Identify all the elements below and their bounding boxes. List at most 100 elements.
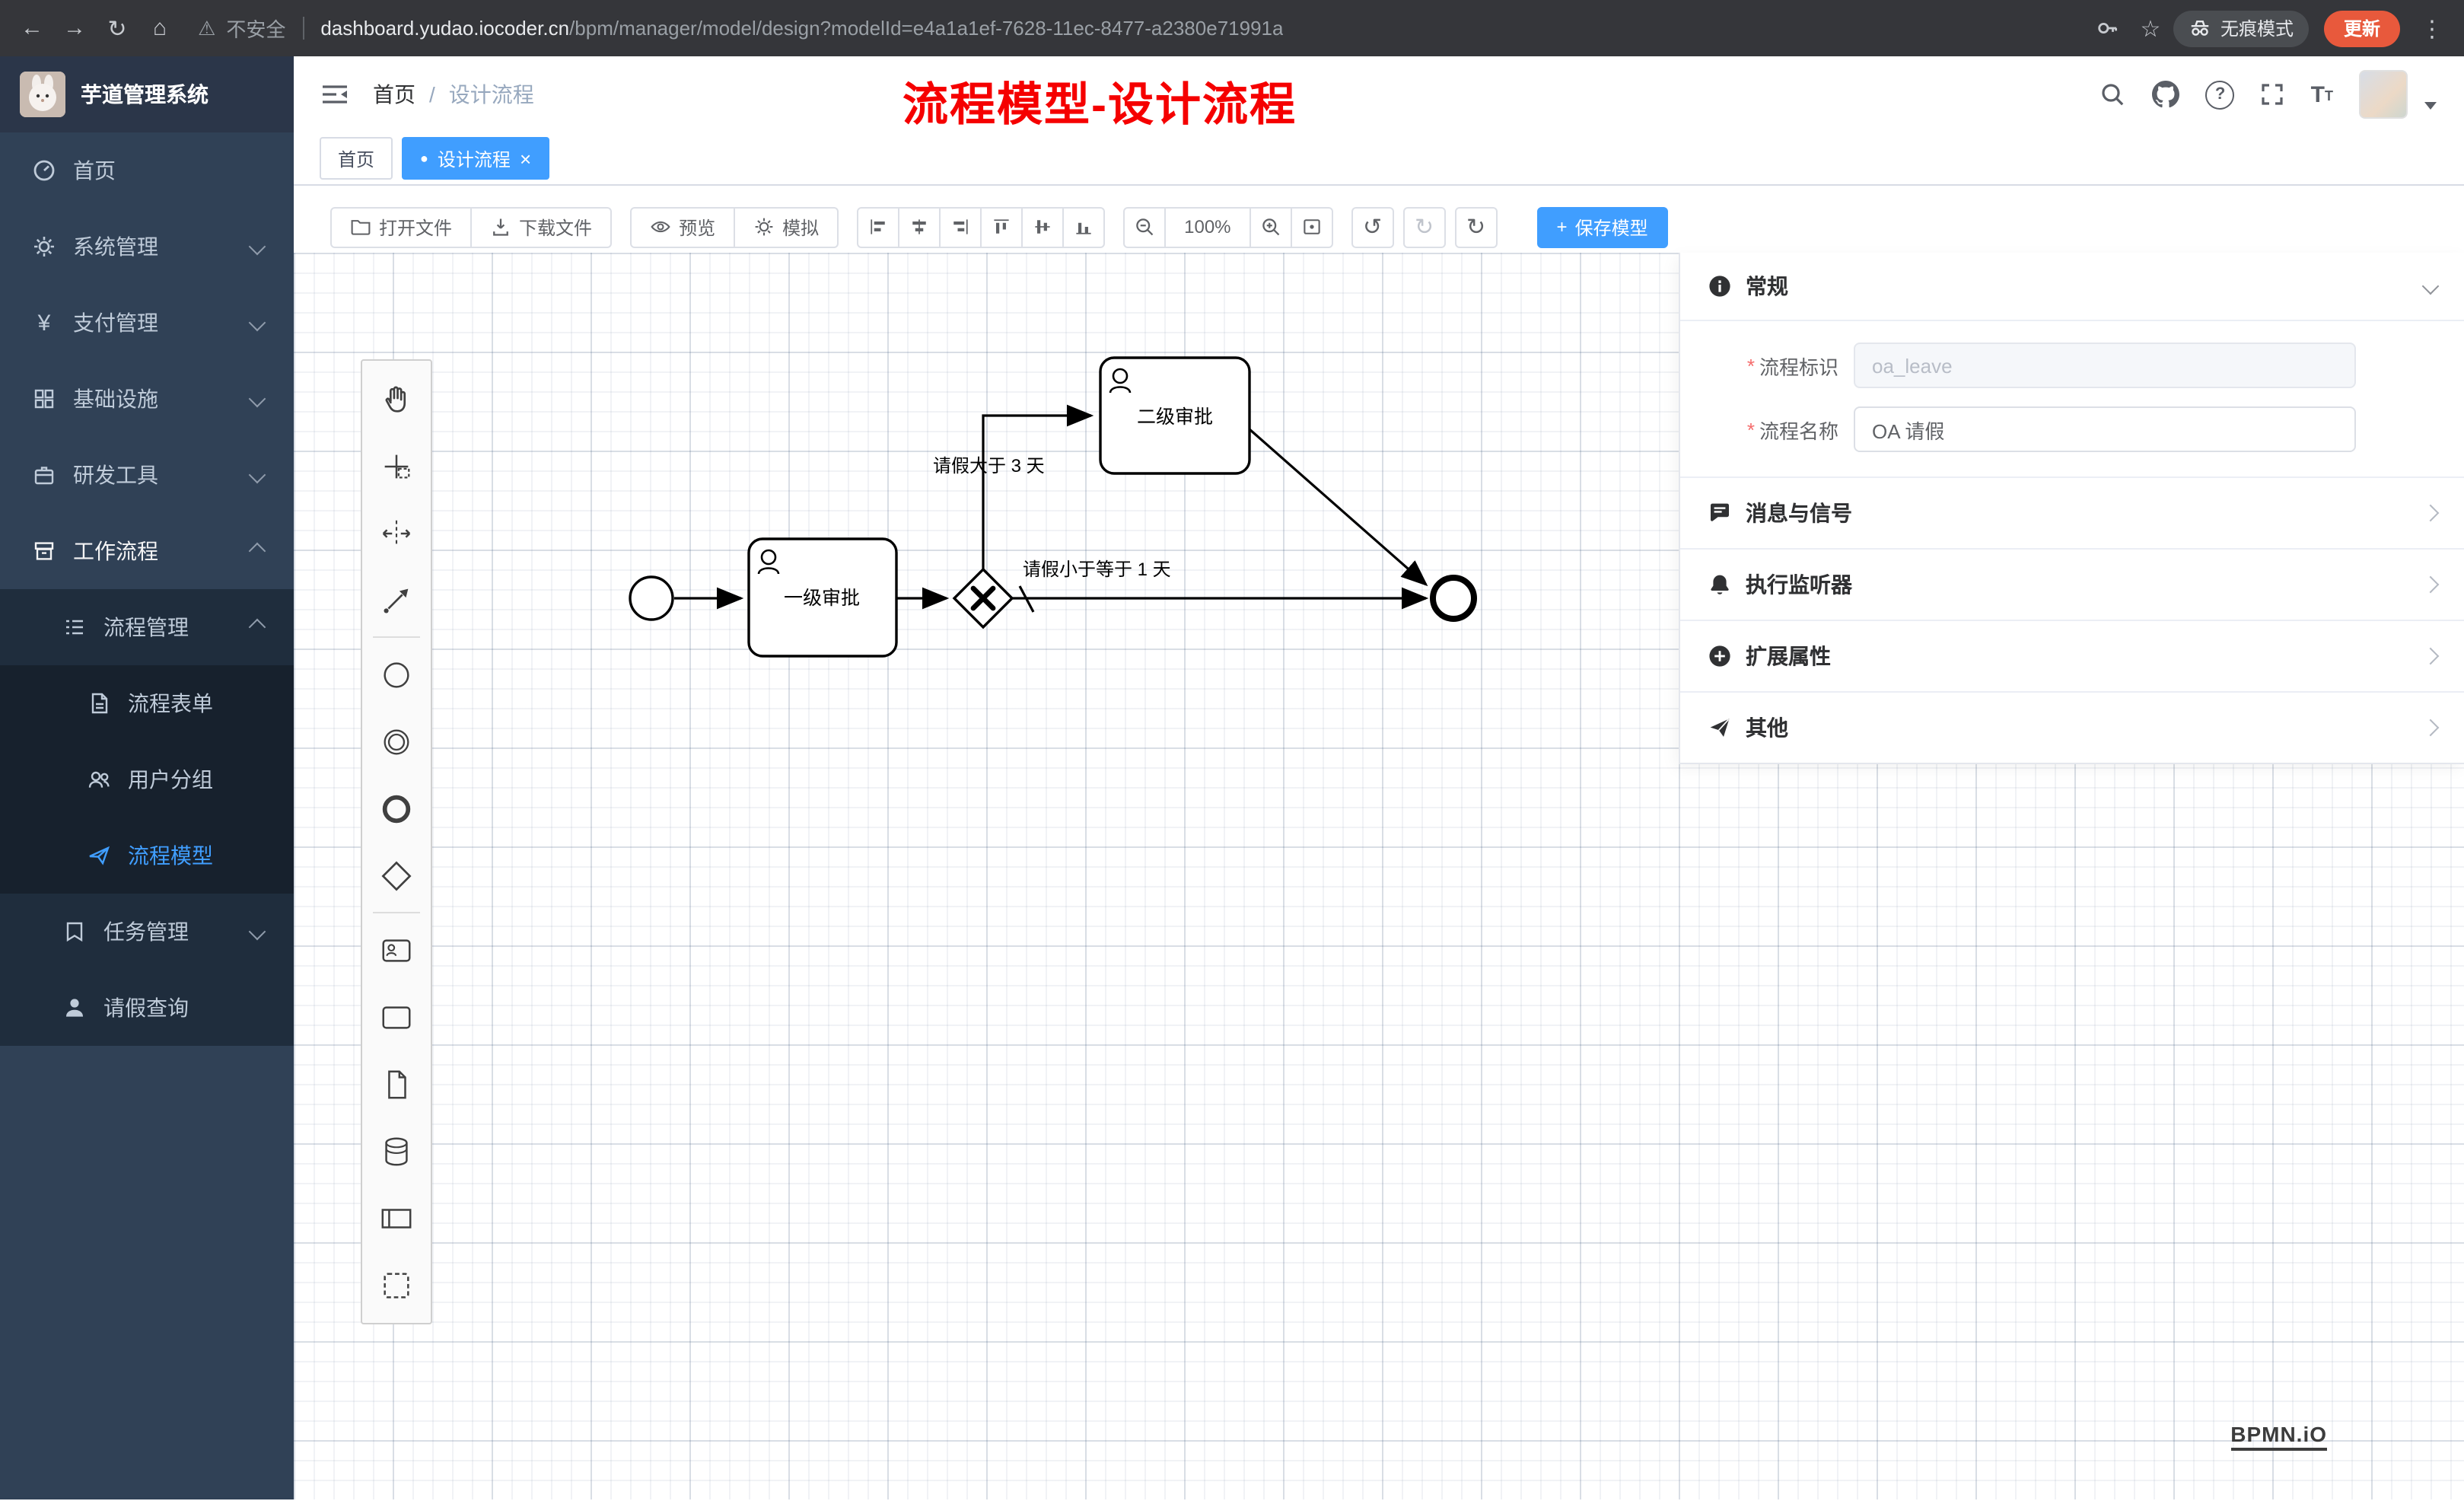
user-avatar[interactable] [2359,70,2408,119]
section-extended-attributes[interactable]: 扩展属性 [1680,620,2464,691]
preview-button[interactable]: 预览 [630,206,736,247]
align-right-button[interactable] [939,206,982,247]
align-center-button[interactable] [898,206,941,247]
exclusive-gateway[interactable] [952,567,1014,629]
section-general[interactable]: 常规 [1680,253,2464,321]
flow-gt3-days[interactable] [982,404,1094,569]
chevron-right-icon [2421,719,2440,737]
section-title: 其他 [1746,715,1788,740]
undo-button[interactable]: ↺ [1351,206,1394,247]
align-bottom-button[interactable] [1062,206,1106,247]
key-icon[interactable] [2088,8,2128,48]
archive-icon [30,539,58,563]
sidebar-item-label: 首页 [73,158,116,183]
align-left-button[interactable] [857,206,900,247]
task-level1-approval[interactable]: 一级审批 [747,537,898,658]
redo-button[interactable]: ↻ [1402,206,1446,247]
github-icon[interactable] [2152,81,2180,108]
reload-icon[interactable]: ↻ [107,16,127,42]
forward-icon[interactable]: → [63,15,86,41]
update-button[interactable]: 更新 [2323,10,2400,46]
zoom-level-button[interactable]: 100% [1164,206,1251,247]
download-file-button[interactable]: 下载文件 [470,206,613,247]
sidebar-item-task-management[interactable]: 任务管理 [0,894,294,970]
caret-down-icon[interactable] [2424,101,2437,109]
sidebar-item-leave-query[interactable]: 请假查询 [0,970,294,1046]
breadcrumb-home[interactable]: 首页 [373,82,415,107]
close-tab-icon[interactable]: × [519,147,532,170]
not-secure-icon: ⚠ [198,16,216,39]
hand-tool-icon[interactable] [362,365,431,432]
help-icon[interactable]: ? [2205,80,2235,109]
space-tool-icon[interactable] [362,499,431,566]
global-connect-tool-icon[interactable] [362,566,431,633]
section-message-signal[interactable]: 消息与信号 [1680,476,2464,548]
simulate-button[interactable]: 模拟 [734,206,839,247]
flow-task2-to-end[interactable] [1248,428,1428,587]
task-label: 二级审批 [1137,406,1213,428]
eye-icon [651,221,670,233]
create-group-icon[interactable] [362,1251,431,1318]
start-event[interactable] [629,575,674,621]
open-file-button[interactable]: 打开文件 [330,206,473,247]
fit-viewport-button[interactable] [1290,206,1333,247]
undo-icon: ↺ [1362,214,1383,240]
person-icon [61,996,88,1020]
sidebar-item-devtools[interactable]: 研发工具 [0,437,294,513]
align-top-button[interactable] [980,206,1023,247]
task-level2-approval[interactable]: 二级审批 [1099,356,1251,475]
collapse-sidebar-icon[interactable] [321,82,349,107]
sidebar-item-process-model[interactable]: 流程模型 [0,817,294,894]
lasso-tool-icon[interactable] [362,432,431,499]
search-icon[interactable] [2101,81,2127,107]
create-data-store-icon[interactable] [362,1117,431,1184]
sidebar-item-label: 请假查询 [103,996,189,1020]
create-participant-icon[interactable] [362,1184,431,1251]
condition-label-gt3[interactable]: 请假大于 3 天 [933,456,1045,476]
condition-label-le1[interactable]: 请假小于等于 1 天 [1023,559,1171,580]
sidebar-item-home[interactable]: 首页 [0,132,294,209]
browser-menu-icon[interactable]: ⋮ [2421,16,2443,42]
process-name-input[interactable] [1854,406,2356,452]
zoom-in-button[interactable] [1249,206,1292,247]
paper-plane-icon [1708,715,1732,740]
restart-button[interactable]: ↻ [1454,206,1498,247]
zoom-out-icon [1136,218,1154,236]
home-icon[interactable]: ⌂ [152,15,167,41]
sidebar-nav: 首页 系统管理 ¥ 支付管理 基础设施 [0,132,294,1046]
align-middle-button[interactable] [1021,206,1065,247]
create-task-icon[interactable] [362,983,431,1050]
create-start-event-icon[interactable] [362,641,431,708]
section-execution-listener[interactable]: 执行监听器 [1680,548,2464,620]
fullscreen-icon[interactable] [2261,82,2285,107]
sidebar-item-payment[interactable]: ¥ 支付管理 [0,285,294,361]
bpmn-canvas[interactable]: 一级审批 请假大于 3 天 二级审批 [294,253,2464,1499]
sidebar-item-label: 研发工具 [73,463,158,487]
sidebar-item-workflow[interactable]: 工作流程 [0,513,294,589]
create-end-event-icon[interactable] [362,775,431,842]
app-logo[interactable]: 芋道管理系统 [0,56,294,132]
create-intermediate-event-icon[interactable] [362,708,431,775]
create-user-task-icon[interactable] [362,916,431,983]
sidebar-item-user-group[interactable]: 用户分组 [0,741,294,817]
section-other[interactable]: 其他 [1680,691,2464,763]
create-gateway-icon[interactable] [362,842,431,909]
chevron-down-icon [248,923,266,941]
sidebar-item-system[interactable]: 系统管理 [0,209,294,285]
create-data-object-icon[interactable] [362,1050,431,1117]
bpmn-io-logo[interactable]: BPMN.iO [2230,1422,2327,1451]
bookmark-star-icon[interactable]: ☆ [2140,16,2161,42]
toolbox-icon [30,463,58,487]
sidebar-item-process-form[interactable]: 流程表单 [0,665,294,741]
security-label[interactable]: 不安全 [226,18,286,41]
end-event[interactable] [1430,575,1477,622]
tab-design-process[interactable]: ● 设计流程 × [402,137,550,180]
back-icon[interactable]: ← [21,15,43,41]
sidebar-item-process-management[interactable]: 流程管理 [0,589,294,665]
sidebar-item-infrastructure[interactable]: 基础设施 [0,361,294,437]
tab-home[interactable]: 首页 [320,137,393,180]
save-model-button[interactable]: + 保存模型 [1536,206,1668,247]
address-bar[interactable]: ⚠ 不安全 dashboard.yudao.iocoder.cn/bpm/man… [198,14,2070,43]
zoom-out-button[interactable] [1123,206,1167,247]
